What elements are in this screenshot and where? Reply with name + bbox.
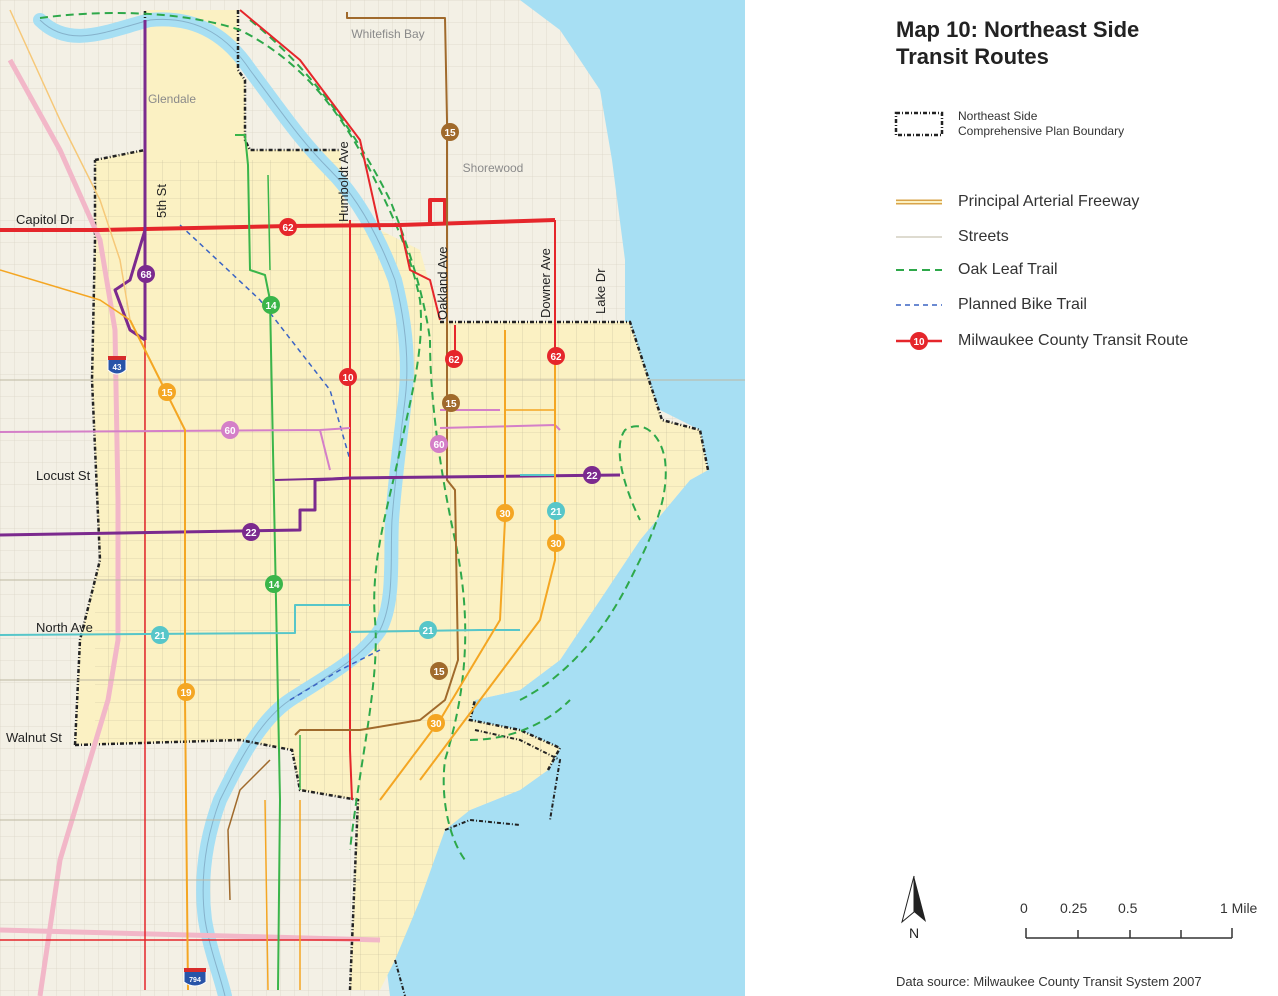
i794-shield: 794	[183, 968, 207, 987]
legend-bike: Planned Bike Trail	[894, 293, 1087, 317]
badge-15-mid: 15	[158, 383, 176, 401]
legend-boundary: Northeast Side Comprehensive Plan Bounda…	[894, 106, 1124, 142]
transit-swatch-icon: 10	[896, 332, 942, 350]
transit-routes	[0, 9, 621, 991]
badge-68: 68	[137, 265, 155, 283]
label-capitol-dr: Capitol Dr	[16, 212, 74, 227]
legend-oak-leaf: Oak Leaf Trail	[894, 258, 1058, 282]
svg-text:794: 794	[189, 977, 201, 984]
badge-30-b: 30	[547, 534, 565, 552]
svg-text:60: 60	[224, 426, 236, 437]
badge-62-capitol: 62	[279, 218, 297, 236]
i43-shield: 43	[107, 356, 127, 375]
legend-freeway: Principal Arterial Freeway	[894, 190, 1139, 214]
legend-streets: Streets	[894, 225, 1009, 249]
streets-swatch-icon	[896, 236, 942, 238]
svg-text:22: 22	[586, 471, 598, 482]
svg-text:14: 14	[268, 580, 280, 591]
svg-text:62: 62	[448, 355, 460, 366]
svg-text:62: 62	[550, 352, 562, 363]
bike-swatch-icon	[896, 304, 942, 306]
label-5th-st: 5th St	[154, 184, 169, 218]
badge-22-w: 22	[242, 523, 260, 541]
badge-10: 10	[339, 368, 357, 386]
map-title: Map 10: Northeast Side Transit Routes	[896, 17, 1140, 69]
svg-text:30: 30	[550, 539, 562, 550]
scale-bar-graphic	[1025, 928, 1233, 939]
badge-14-a: 14	[262, 296, 280, 314]
label-lake-dr: Lake Dr	[593, 268, 608, 314]
oak-leaf-swatch-icon	[896, 269, 942, 271]
badge-15-a: 15	[442, 394, 460, 412]
planned-bike-trail	[179, 224, 381, 701]
freeway-i43	[7, 58, 121, 996]
legend-transit: 10 Milwaukee County Transit Route	[894, 329, 1188, 353]
legend-boundary-line1: Northeast Side	[958, 109, 1038, 123]
badge-15-south: 15	[430, 662, 448, 680]
label-shorewood: Shorewood	[463, 161, 524, 175]
label-walnut-st: Walnut St	[6, 730, 62, 745]
badge-21-e: 21	[419, 621, 437, 639]
scale-label-1: 1 Mile	[1220, 900, 1258, 916]
svg-text:60: 60	[433, 440, 445, 451]
svg-text:15: 15	[433, 667, 445, 678]
badge-30-c: 30	[427, 714, 445, 732]
label-locust-st: Locust St	[36, 468, 91, 483]
badge-22-e: 22	[583, 466, 601, 484]
svg-text:68: 68	[140, 270, 152, 281]
svg-text:N: N	[909, 925, 919, 941]
badge-19: 19	[177, 683, 195, 701]
badge-60-w: 60	[221, 421, 239, 439]
data-source: Data source: Milwaukee County Transit Sy…	[896, 974, 1202, 989]
map-area[interactable]: 15 62 68 14 10 62 62 15 15 60 60 22 22 3…	[0, 0, 745, 996]
legend-boundary-line2: Comprehensive Plan Boundary	[958, 124, 1125, 138]
svg-text:10: 10	[342, 373, 354, 384]
lake-michigan	[382, 0, 745, 996]
svg-text:30: 30	[499, 509, 511, 520]
svg-text:43: 43	[113, 363, 122, 372]
north-arrow: N	[896, 872, 932, 942]
svg-text:14: 14	[265, 301, 277, 312]
badge-62-downer: 62	[547, 347, 565, 365]
legend-panel: Map 10: Northeast Side Transit Routes No…	[880, 0, 1278, 996]
north-arrow-icon: N	[901, 875, 926, 941]
label-humboldt-ave: Humboldt Ave	[336, 141, 351, 222]
scale-label-0: 0	[1020, 900, 1028, 916]
badge-30-a: 30	[496, 504, 514, 522]
svg-text:21: 21	[422, 626, 434, 637]
badge-62-oakland: 62	[445, 350, 463, 368]
badge-21-w: 21	[151, 626, 169, 644]
svg-text:21: 21	[550, 507, 562, 518]
oak-leaf-trail	[39, 12, 667, 861]
label-north-ave: North Ave	[36, 620, 93, 635]
scale-label-05: 0.5	[1118, 900, 1138, 916]
label-oakland-ave: Oakland Ave	[435, 247, 450, 320]
svg-text:22: 22	[245, 528, 257, 539]
svg-text:15: 15	[444, 128, 456, 139]
badge-60-e: 60	[430, 435, 448, 453]
badge-15-top: 15	[441, 123, 459, 141]
scale-label-025: 0.25	[1060, 900, 1088, 916]
svg-text:21: 21	[154, 631, 166, 642]
label-downer-ave: Downer Ave	[538, 248, 553, 318]
svg-text:19: 19	[180, 688, 192, 699]
map-svg: 15 62 68 14 10 62 62 15 15 60 60 22 22 3…	[0, 0, 745, 996]
svg-text:15: 15	[445, 399, 457, 410]
label-glendale: Glendale	[148, 92, 196, 106]
route-badges: 15 62 68 14 10 62 62 15 15 60 60 22 22 3…	[137, 123, 601, 732]
badge-21-a: 21	[547, 502, 565, 520]
svg-text:30: 30	[430, 719, 442, 730]
streets	[0, 379, 745, 881]
svg-text:15: 15	[161, 388, 173, 399]
svg-text:10: 10	[913, 337, 925, 348]
label-whitefish-bay: Whitefish Bay	[351, 27, 424, 41]
svg-text:62: 62	[282, 223, 294, 234]
boundary-swatch-icon	[894, 111, 944, 137]
freeway-swatch-icon	[896, 199, 942, 205]
scale-bar: 0 0.25 0.5 1 Mile	[1020, 900, 1270, 950]
badge-14-b: 14	[265, 575, 283, 593]
